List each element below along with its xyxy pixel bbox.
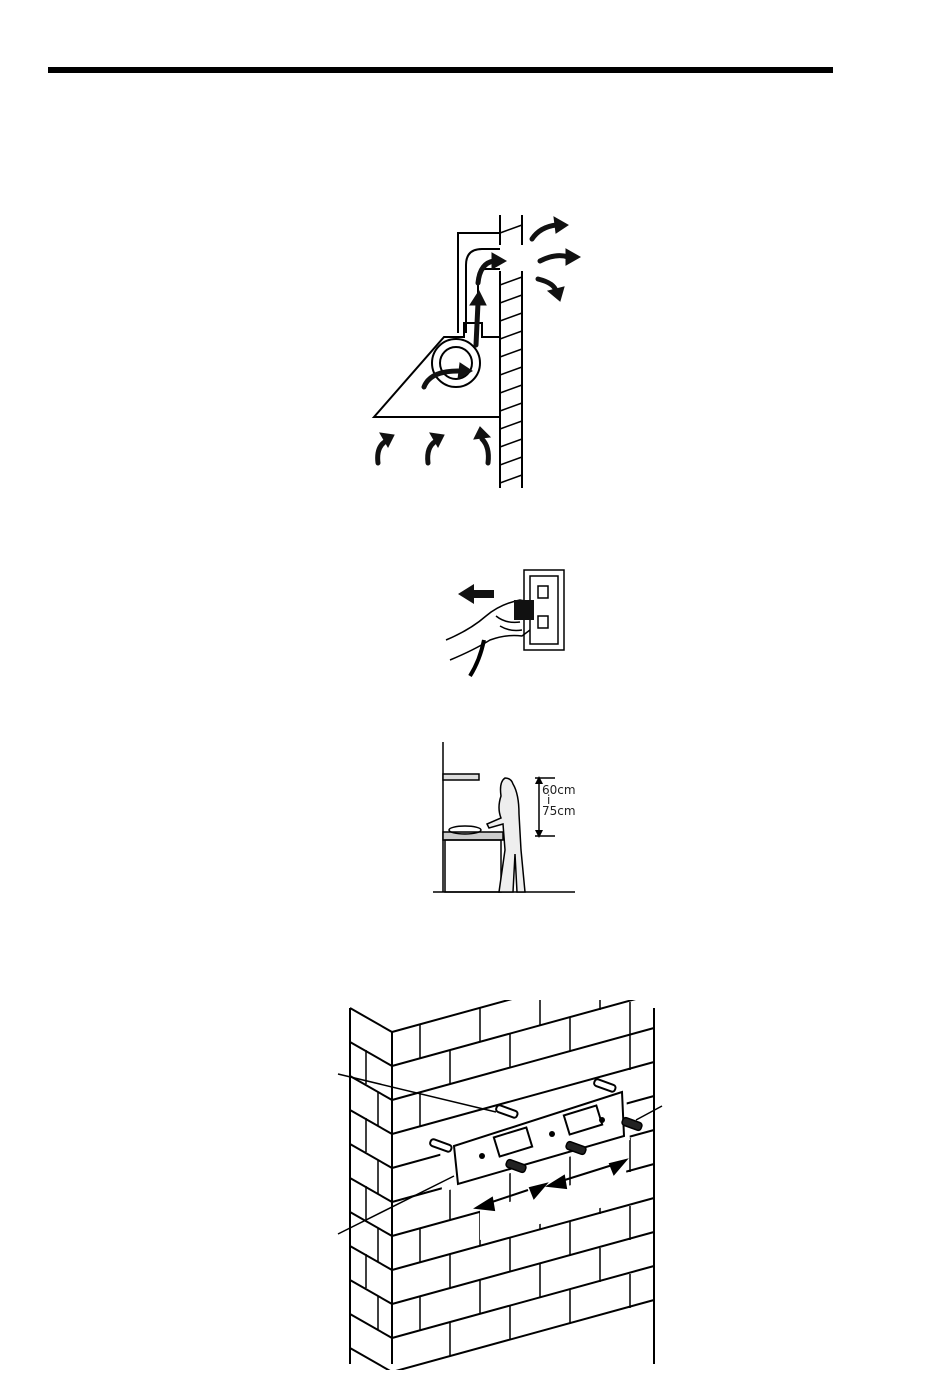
mounting-height-diagram: 60cm i 75cm: [425, 738, 595, 898]
hood-airflow-diagram: [360, 205, 600, 495]
wall-bracket-diagram: [330, 1000, 670, 1370]
header-rule: [48, 67, 833, 73]
unplug-illustration: [440, 560, 570, 685]
height-max-label: 75cm: [542, 804, 576, 818]
